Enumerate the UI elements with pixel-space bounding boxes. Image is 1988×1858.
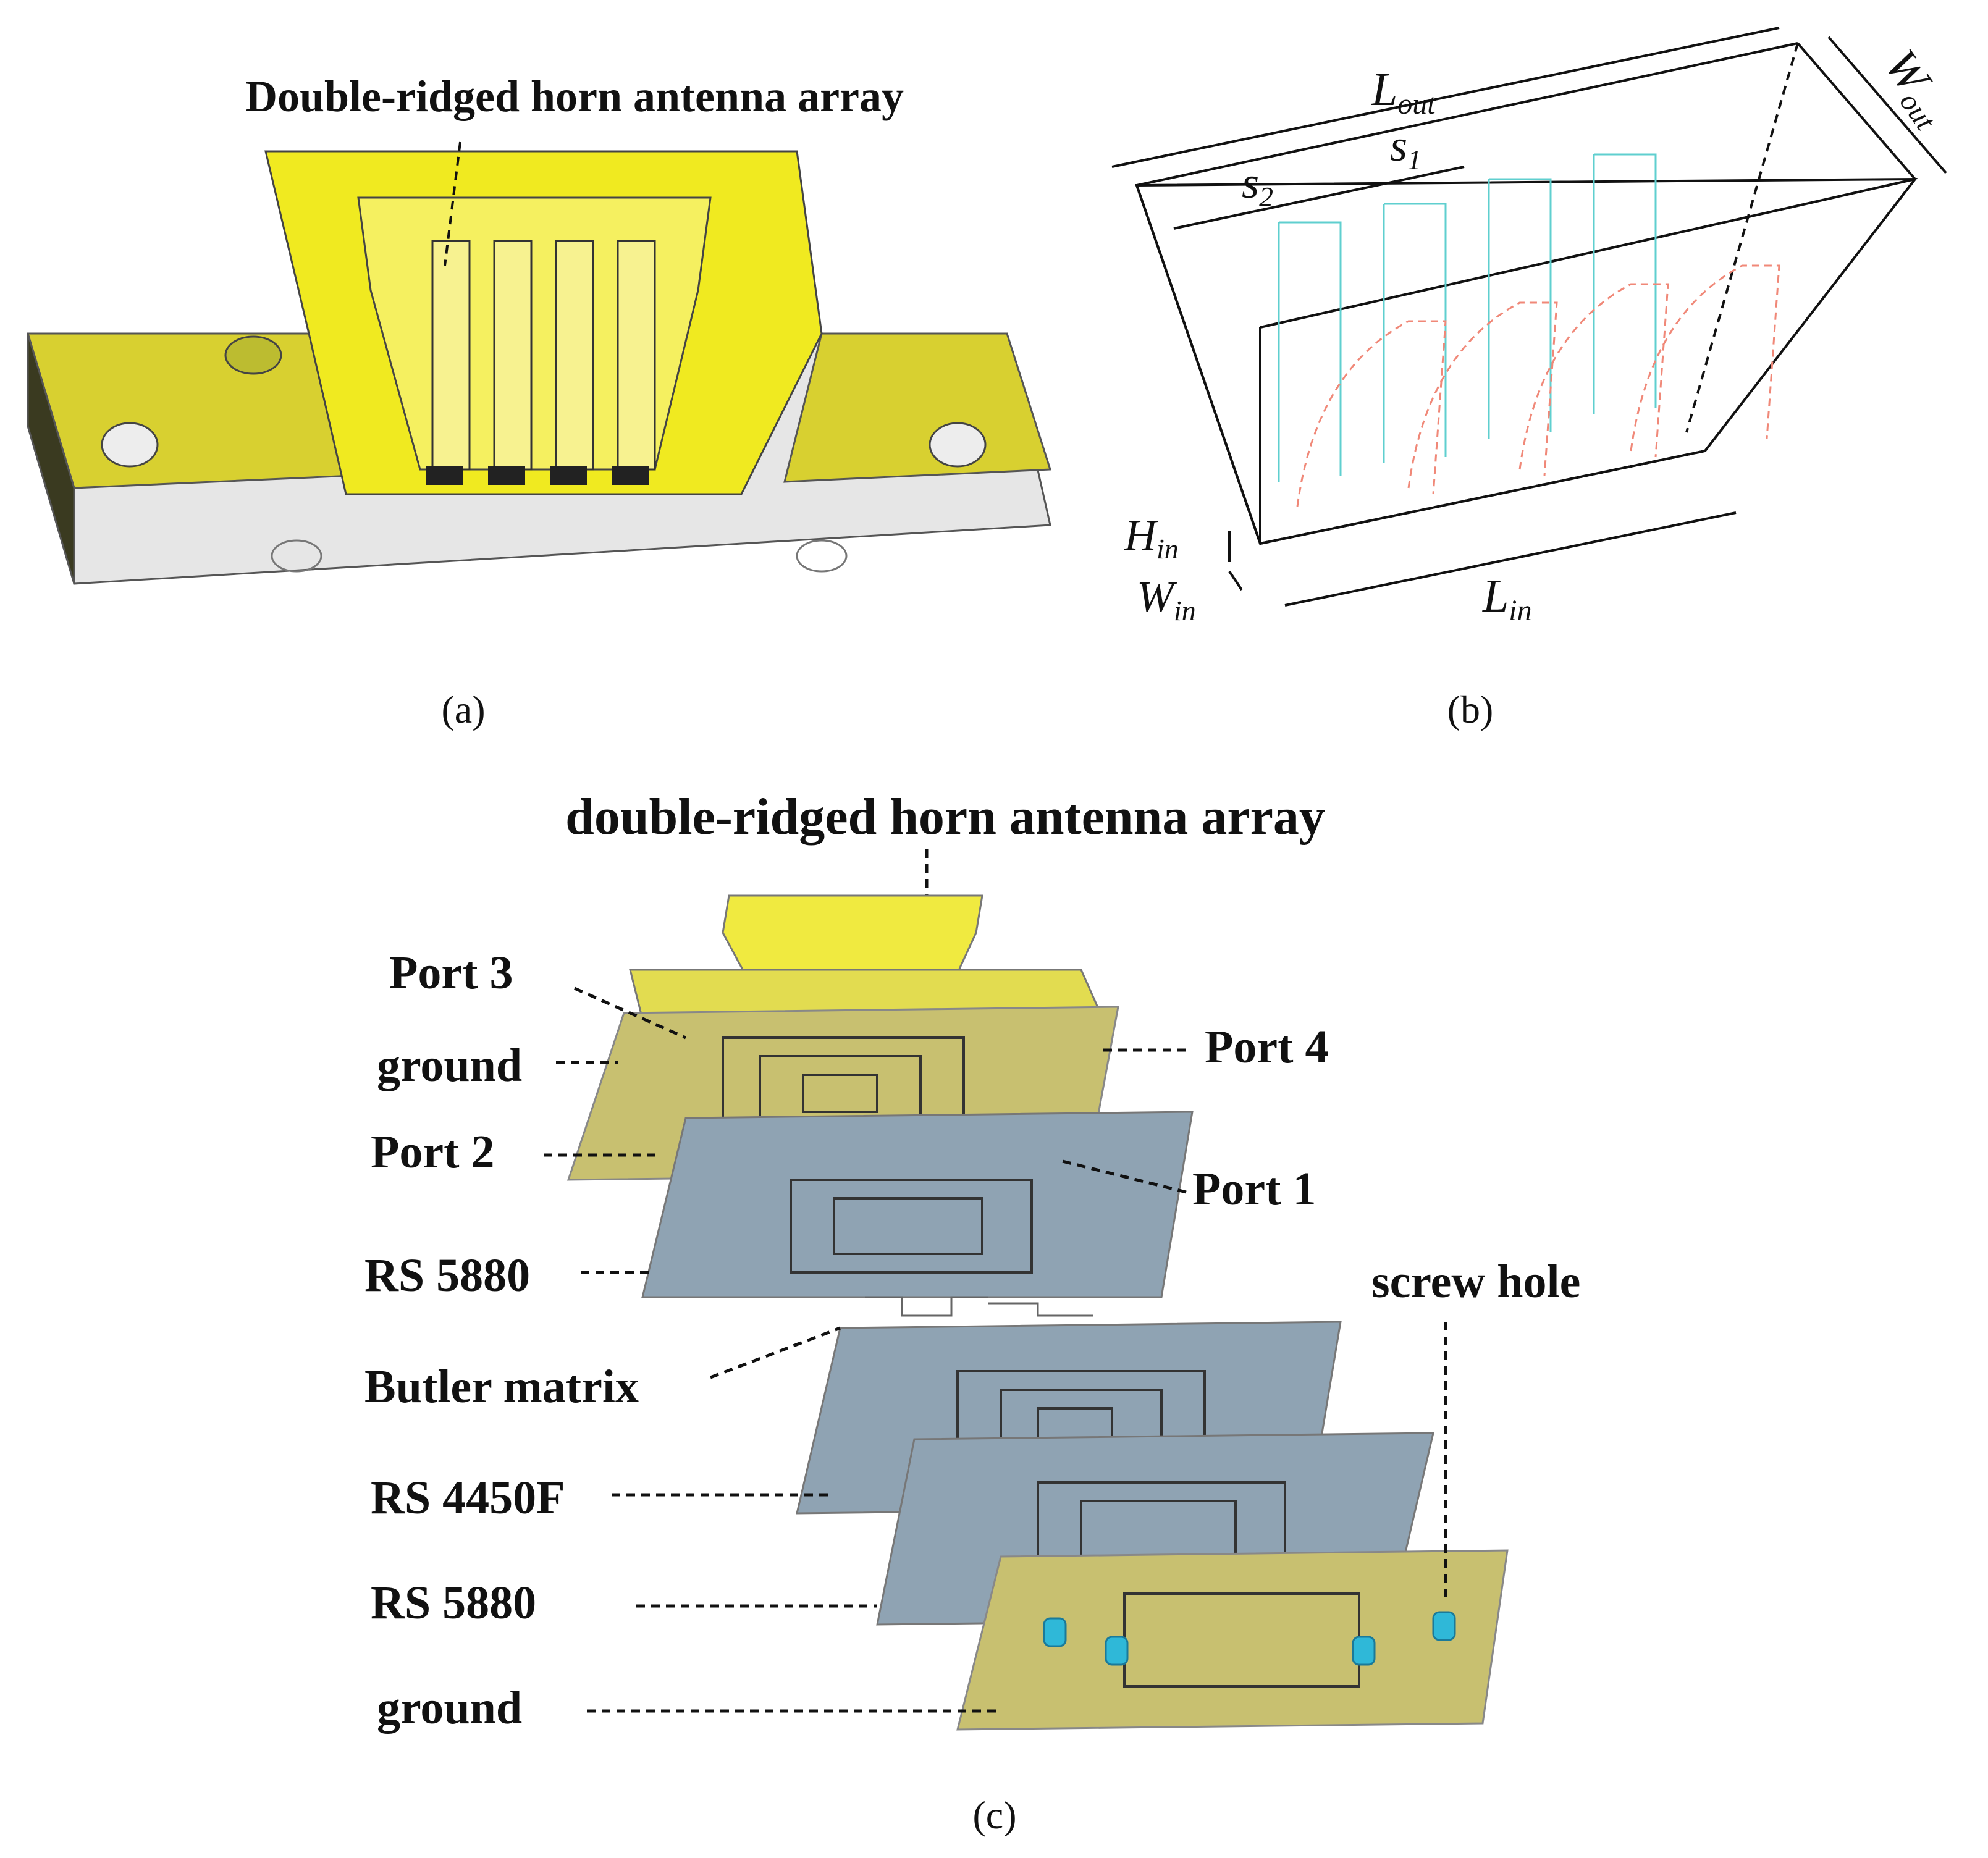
board-ground-bottom bbox=[956, 1549, 1509, 1731]
label-W-in: Win bbox=[1137, 572, 1196, 626]
label-s2: s2 bbox=[1242, 158, 1273, 212]
panel-c-title: double-ridged horn antenna array bbox=[565, 788, 1325, 846]
label-L-in: Lin bbox=[1482, 570, 1532, 627]
panel-b: Lout Wout s1 s2 Hin Win Lin (b) bbox=[1111, 27, 1962, 731]
label-ground-bottom: ground bbox=[377, 1682, 522, 1734]
base-plate-top-right bbox=[783, 332, 1052, 483]
hole-4 bbox=[271, 539, 322, 573]
feed-slot-2 bbox=[488, 466, 525, 485]
label-H-in: Hin bbox=[1124, 510, 1179, 565]
label-ground-top: ground bbox=[377, 1040, 522, 1091]
panel-a-caption: (a) bbox=[441, 687, 485, 731]
horn-edge-7 bbox=[1260, 450, 1706, 545]
horn-edge-3 bbox=[1260, 178, 1916, 329]
panel-b-caption: (b) bbox=[1447, 687, 1494, 731]
circuit-rs5880-top bbox=[790, 1179, 1033, 1274]
feed-slot-4 bbox=[612, 466, 649, 485]
screws bbox=[1043, 1611, 1456, 1666]
ridge-4 bbox=[617, 240, 656, 471]
panel-a-title: Double-ridged horn antenna array bbox=[245, 72, 904, 121]
label-L-out: Lout bbox=[1371, 64, 1436, 120]
label-port1: Port 1 bbox=[1192, 1163, 1316, 1215]
horn-edge-2 bbox=[1796, 42, 1916, 180]
panel-c: double-ridged horn antenna array bbox=[364, 788, 1580, 1837]
dim-L-in bbox=[1284, 511, 1737, 607]
label-port4: Port 4 bbox=[1205, 1021, 1328, 1073]
dim-L-out bbox=[1111, 27, 1780, 168]
horn-edge-5 bbox=[1135, 185, 1261, 544]
panel-c-caption: (c) bbox=[972, 1793, 1016, 1837]
label-s1: s1 bbox=[1390, 121, 1422, 175]
feed-slot-3 bbox=[550, 466, 587, 485]
feed-slot-1 bbox=[426, 466, 463, 485]
board-rs5880-top bbox=[641, 1111, 1194, 1298]
label-screw: screw hole bbox=[1371, 1256, 1580, 1308]
panel-a: Double-ridged horn antenna array (a) bbox=[26, 72, 1052, 731]
hole-2 bbox=[101, 422, 159, 468]
ridge-1 bbox=[431, 240, 471, 471]
hole-5 bbox=[796, 539, 848, 573]
hole-1 bbox=[224, 335, 282, 375]
label-rs4450f: RS 4450F bbox=[371, 1472, 565, 1524]
horn-edge-6 bbox=[1685, 43, 1799, 433]
base-plate-top bbox=[26, 332, 353, 489]
arrows bbox=[544, 986, 1447, 1713]
label-port2: Port 2 bbox=[371, 1126, 494, 1178]
dim-s bbox=[1173, 166, 1465, 230]
label-butler: Butler matrix bbox=[364, 1361, 639, 1413]
hole-3 bbox=[929, 422, 987, 468]
left-flank bbox=[27, 333, 75, 584]
label-rs5880-b: RS 5880 bbox=[371, 1577, 536, 1629]
dim-W-in bbox=[1228, 570, 1243, 591]
ridges-top bbox=[1278, 153, 1657, 482]
ridge-3 bbox=[555, 240, 594, 471]
horn-edge-1 bbox=[1136, 42, 1798, 187]
label-W-out: Wout bbox=[1871, 40, 1962, 137]
ridges-side bbox=[1296, 264, 1780, 507]
horn-opening bbox=[357, 196, 712, 471]
butler-matrix-traces bbox=[865, 1296, 1093, 1317]
ridge-2 bbox=[493, 240, 533, 471]
label-port3: Port 3 bbox=[389, 947, 513, 999]
label-rs5880-a: RS 5880 bbox=[364, 1250, 530, 1301]
callout-arrow-a bbox=[444, 141, 461, 266]
dim-W-out bbox=[1827, 36, 1947, 174]
